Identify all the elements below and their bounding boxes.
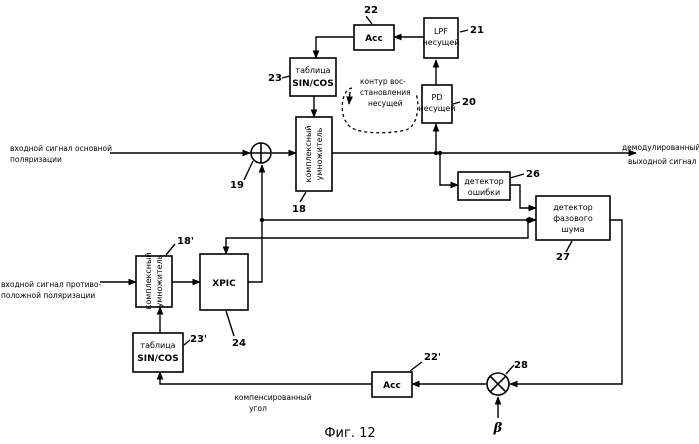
ref-21: 21: [470, 25, 484, 36]
xpic-block: XPIC: [200, 254, 248, 310]
leader-21: [460, 30, 468, 32]
leader-24: [226, 311, 234, 336]
pd-label-2: несущей: [419, 104, 456, 113]
leader-28: [506, 365, 514, 374]
mult-cross-label-1: комплексный: [144, 252, 153, 309]
wire-acc2-to-table2: [160, 372, 372, 384]
wire-acc-to-table: [316, 37, 354, 58]
pd-label-1: PD: [432, 93, 443, 102]
xpic-label: XPIC: [212, 279, 236, 289]
acc-bottom-block: Acc: [372, 372, 412, 397]
junction-dot: [434, 151, 438, 155]
ref-18-prime: 18': [177, 236, 194, 247]
comp-angle-label-2: угол: [249, 404, 267, 413]
ref-23-prime: 23': [190, 334, 207, 345]
complex-multiplier-cross: комплексный умножитель: [136, 252, 172, 309]
input-cross-label-1: входной сигнал противо-: [1, 280, 102, 289]
ref-26: 26: [526, 169, 540, 180]
err-det-label-2: ошибки: [468, 188, 500, 197]
ref-28: 28: [514, 360, 528, 371]
lpf-block: LPF несущей: [423, 18, 460, 58]
leader-22: [366, 16, 372, 24]
phase-det-label-1: детектор: [553, 203, 593, 212]
ref-24: 24: [232, 338, 246, 349]
mult-main-label-2: умножитель: [315, 127, 324, 180]
junction-dot: [526, 218, 530, 222]
loop-label-1: контур вос-: [360, 77, 406, 86]
ref-18: 18: [292, 204, 306, 215]
input-main-label-1: входной сигнал основной: [10, 144, 112, 153]
table-bottom-block: таблица SIN/COS: [133, 333, 183, 372]
multiplier-circle: [487, 373, 509, 395]
lpf-label-2: несущей: [423, 38, 460, 47]
ref-22: 22: [364, 5, 378, 16]
mult-main-label-1: комплексный: [304, 125, 313, 182]
phase-noise-detector-block: детектор фазового шума: [536, 196, 610, 240]
ref-22-prime: 22': [424, 352, 441, 363]
ref-19: 19: [230, 180, 244, 191]
error-detector-block: детектор ошибки: [458, 172, 510, 200]
adder-circle: [251, 143, 271, 163]
leader-18-prime: [166, 244, 175, 255]
table-top-label-2: SIN/COS: [292, 79, 333, 89]
leader-23: [282, 76, 290, 78]
wire-to-err-det: [440, 153, 458, 185]
phase-det-label-3: шума: [562, 225, 585, 234]
table-top-label-1: таблица: [295, 66, 330, 75]
leader-26: [510, 174, 524, 178]
table-bottom-label-1: таблица: [140, 341, 175, 350]
pd-block: PD несущей: [419, 85, 456, 123]
err-det-label-1: детектор: [464, 177, 504, 186]
acc-bottom-label: Acc: [383, 381, 401, 391]
lpf-label-1: LPF: [434, 27, 448, 36]
output-label-1: демодулированный: [622, 143, 699, 152]
wire-xpic-to-adder: [248, 165, 262, 282]
phase-det-label-2: фазового: [553, 214, 593, 223]
ref-23: 23: [268, 73, 282, 84]
wire-err-to-phase: [510, 185, 536, 208]
input-cross-label-2: положной поляризации: [1, 291, 95, 300]
table-top-block: таблица SIN/COS: [290, 58, 336, 96]
input-main-label-2: поляризации: [10, 155, 62, 164]
comp-angle-label-1: компенсированный: [234, 393, 311, 402]
leader-27: [566, 241, 572, 252]
wire-feedback-xpic: [226, 220, 528, 254]
ref-27: 27: [556, 252, 570, 263]
figure-caption: Фиг. 12: [324, 426, 375, 441]
junction-dot: [260, 218, 264, 222]
junction-dot: [438, 151, 442, 155]
beta-label: β: [493, 421, 503, 436]
mult-cross-label-2: умножитель: [155, 254, 164, 307]
leader-19: [244, 161, 253, 180]
table-bottom-label-2: SIN/COS: [137, 354, 178, 364]
carrier-loop-arrow: [349, 92, 350, 104]
acc-top-block: Acc: [354, 25, 394, 50]
loop-label-3: несущей: [368, 99, 403, 108]
output-label-2: выходной сигнал: [628, 157, 697, 166]
leader-18: [300, 192, 306, 202]
acc-top-label: Acc: [365, 34, 383, 44]
ref-20: 20: [462, 97, 476, 108]
loop-label-2: становления: [360, 88, 411, 97]
complex-multiplier-main: комплексный умножитель: [296, 117, 332, 191]
leader-20: [453, 102, 460, 104]
leader-22-prime: [410, 362, 422, 371]
